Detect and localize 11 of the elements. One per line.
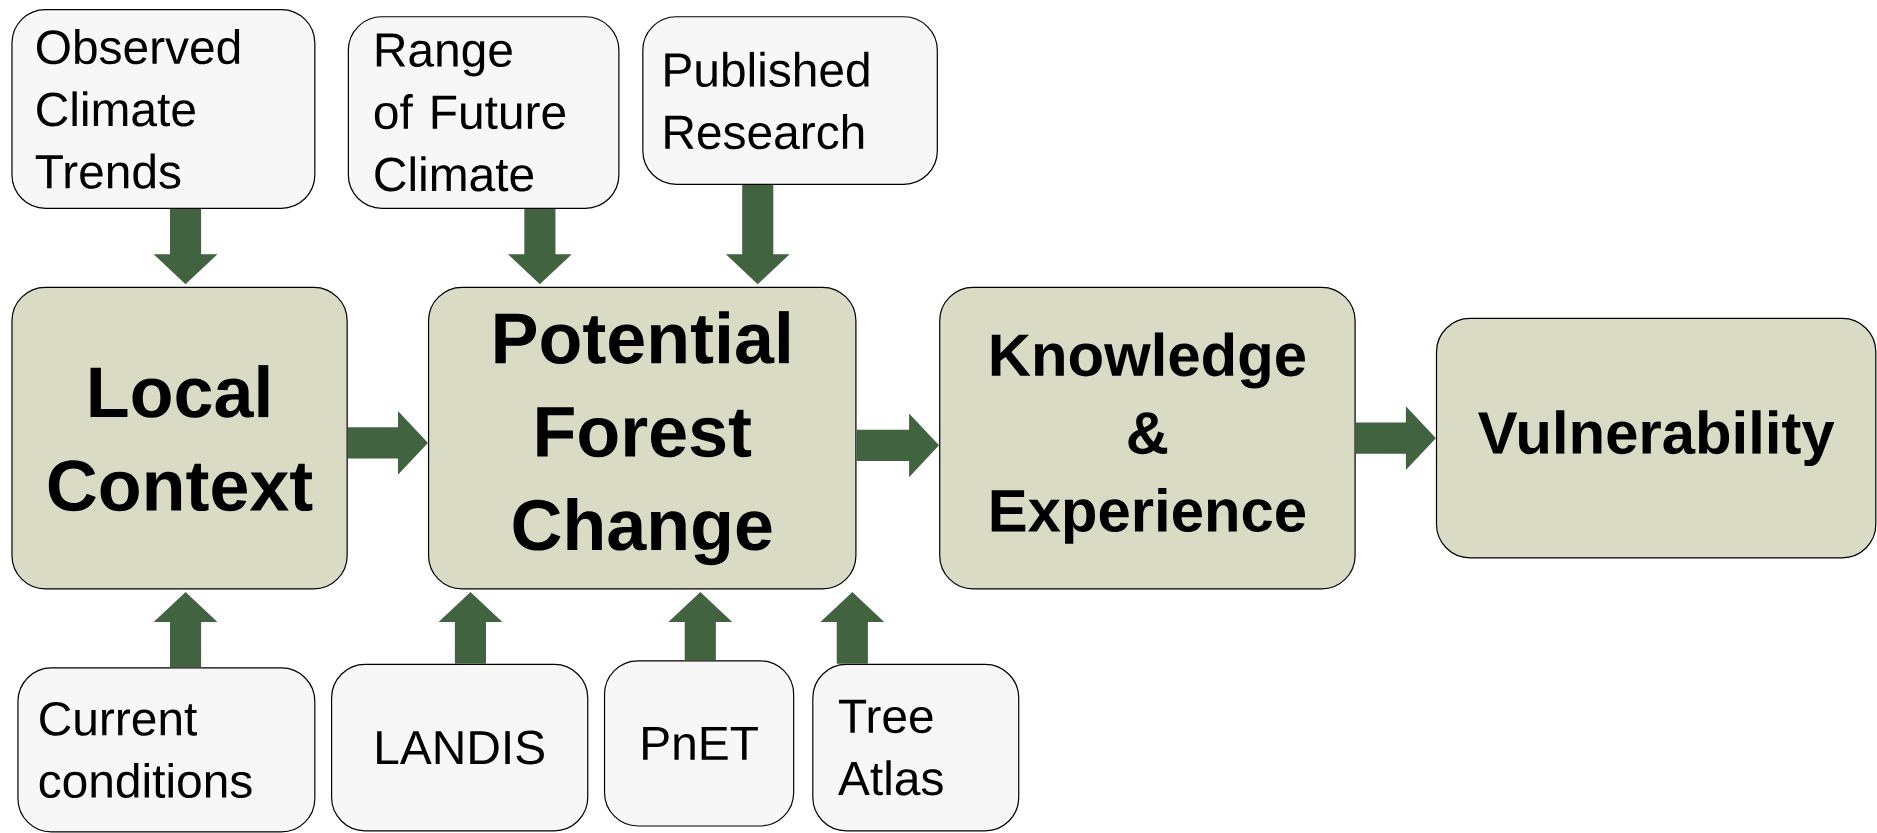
input-box: Observed Climate Trends (11, 9, 316, 209)
input-box: Range of Future Climate (347, 16, 620, 209)
process-box: Potential Forest Change (427, 286, 857, 590)
input-box: PnET (603, 660, 795, 827)
process-box: Vulnerability (1435, 317, 1877, 559)
input-box: Tree Atlas (812, 663, 1020, 832)
input-box: LANDIS (331, 663, 589, 832)
input-box: Current conditions (17, 667, 316, 833)
process-box: Knowledge & Experience (939, 286, 1356, 590)
process-box: Local Context (11, 286, 348, 590)
input-box: Published Research (642, 16, 938, 185)
